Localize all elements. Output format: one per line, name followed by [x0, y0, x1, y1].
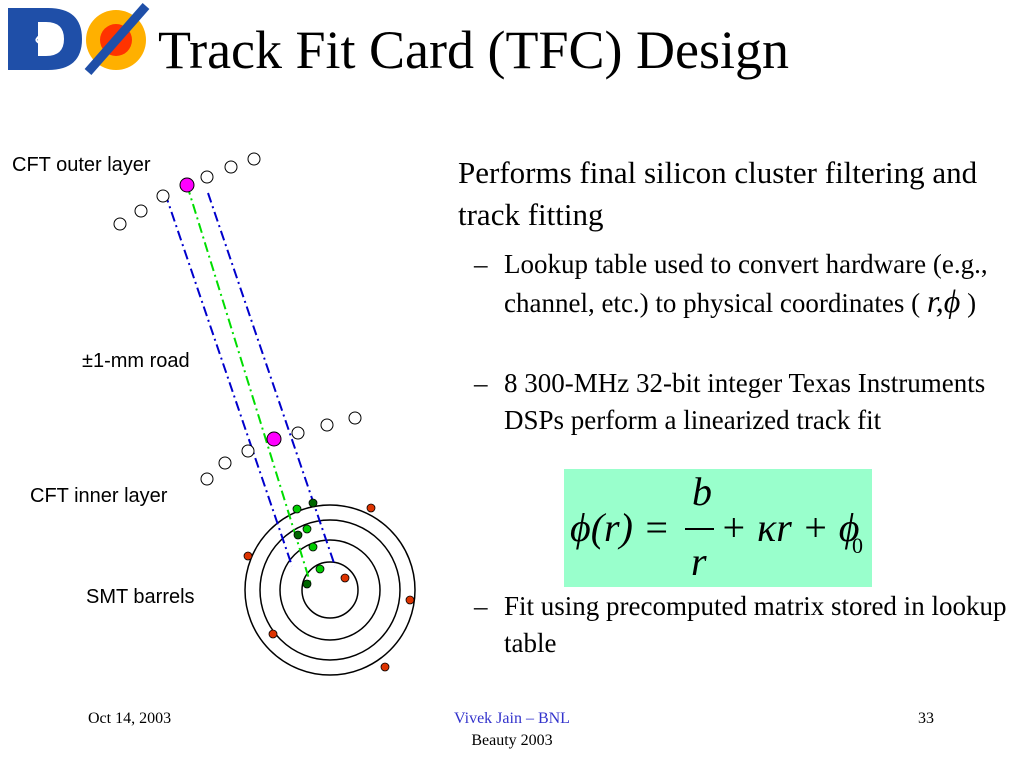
road-boundary-right	[207, 192, 336, 567]
smt-cluster	[302, 524, 312, 534]
cft-outer-fiber	[113, 217, 127, 231]
coordinates-math: r,ϕ	[926, 283, 961, 319]
smt-cluster	[315, 564, 325, 574]
cft-inner-fiber	[241, 444, 255, 458]
smt-noise-hit	[243, 551, 253, 561]
formula-box: ϕ(r) = b r + κr + ϕ 0	[564, 469, 872, 587]
smt-barrel-2	[279, 539, 381, 641]
cft-inner-hit	[266, 431, 282, 447]
smt-cluster	[308, 498, 318, 508]
page-title: Track Fit Card (TFC) Design	[158, 20, 789, 80]
track-fit-formula: ϕ(r) = b r + κr + ϕ 0	[570, 469, 863, 584]
label-cft-outer-layer: CFT outer layer	[12, 154, 151, 176]
smt-noise-hit	[340, 573, 350, 583]
label-cft-inner-layer: CFT inner layer	[30, 485, 168, 507]
sub-bullet-matrix: – Fit using precomputed matrix stored in…	[474, 588, 1014, 662]
logo-swirl	[35, 34, 50, 45]
cft-outer-fiber	[224, 160, 238, 174]
bullet-dash: –	[474, 368, 488, 398]
bullet-text: Lookup table used to convert hardware (e…	[504, 249, 988, 318]
smt-barrel-inner	[301, 561, 359, 619]
cft-inner-fiber	[320, 418, 334, 432]
cft-inner-fiber	[348, 411, 362, 425]
smt-noise-hit	[380, 662, 390, 672]
sub-bullet-lookup: – Lookup table used to convert hardware …	[474, 246, 1014, 322]
cft-outer-fiber	[200, 170, 214, 184]
formula-subscript: 0	[852, 533, 863, 558]
bullet-text: Fit using precomputed matrix stored in l…	[504, 591, 1007, 658]
label-road: ±1-mm road	[82, 350, 190, 372]
formula-lhs: ϕ(r) =	[570, 505, 670, 550]
smt-cluster	[308, 542, 318, 552]
track-fit-line	[186, 184, 311, 583]
formula-denominator: r	[691, 539, 707, 584]
footer-page-number: 33	[918, 710, 934, 727]
formula-numerator: b	[692, 469, 712, 514]
logo-d-shape	[8, 8, 82, 70]
footer-author: Vivek Jain – BNL	[454, 710, 570, 727]
bullet-text: 8 300-MHz 32-bit integer Texas Instrumen…	[504, 368, 986, 435]
label-smt-barrels: SMT barrels	[86, 586, 195, 608]
smt-cluster	[292, 504, 302, 514]
smt-noise-hit	[405, 595, 415, 605]
main-bullet: Performs final silicon cluster filtering…	[458, 155, 978, 232]
bullet-dash: –	[474, 591, 488, 621]
footer-date: Oct 14, 2003	[88, 710, 172, 727]
cft-outer-fiber	[156, 189, 170, 203]
cft-inner-fiber	[200, 472, 214, 486]
road-boundary-left	[164, 192, 293, 567]
cft-outer-hit	[179, 177, 195, 193]
cft-inner-fiber	[291, 426, 305, 440]
smt-noise-hit	[366, 503, 376, 513]
logo-slash	[84, 3, 150, 75]
bullet-dash: –	[474, 249, 488, 279]
cft-inner-fiber	[218, 456, 232, 470]
smt-cluster	[302, 579, 312, 589]
smt-noise-hit	[268, 629, 278, 639]
footer-center: Vivek Jain – BNL Beauty 2003	[454, 708, 570, 752]
smt-cluster	[293, 530, 303, 540]
sub-bullet-dsps: – 8 300-MHz 32-bit integer Texas Instrum…	[474, 365, 1014, 439]
cft-outer-fiber	[134, 204, 148, 218]
bullet-suffix: )	[967, 288, 977, 318]
track-diagram	[113, 152, 416, 676]
smt-barrel-outer	[244, 504, 416, 676]
smt-barrel-3	[259, 519, 401, 661]
footer-conference: Beauty 2003	[471, 732, 553, 749]
cft-outer-fiber	[247, 152, 261, 166]
formula-rhs: + κr + ϕ	[720, 505, 859, 550]
d0-logo	[8, 3, 150, 75]
